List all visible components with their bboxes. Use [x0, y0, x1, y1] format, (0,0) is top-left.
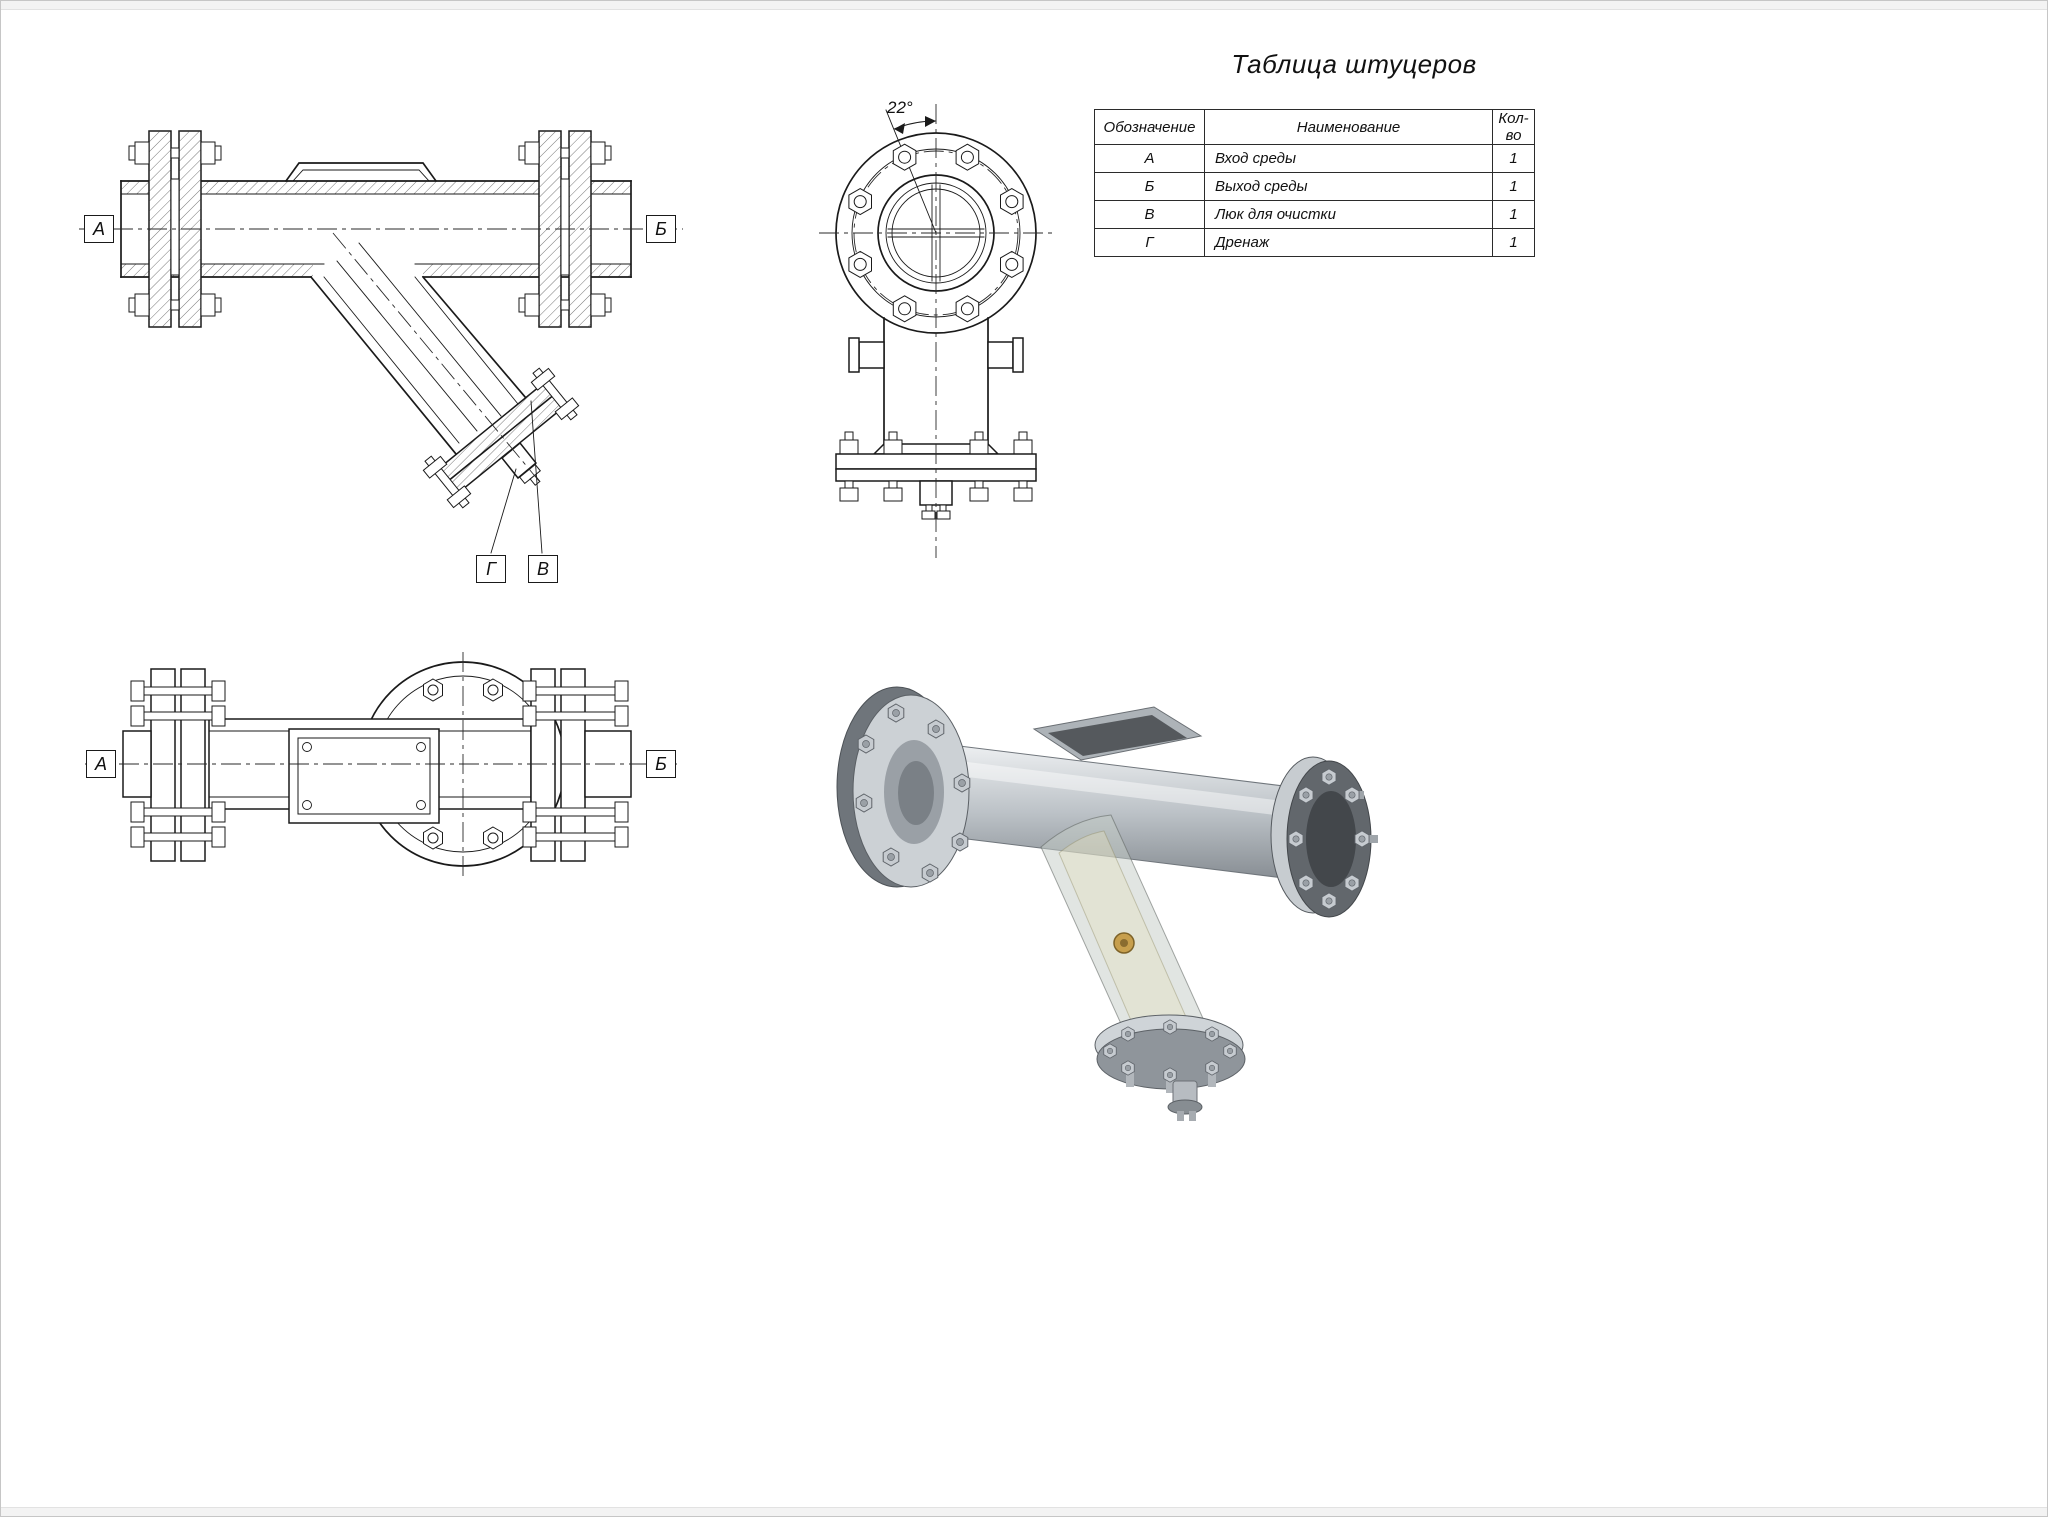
flange-bolt: [518, 293, 612, 317]
nozzle-label-outlet: Б: [646, 215, 676, 243]
front-view: 22°: [801, 96, 1101, 566]
top-handle: [284, 162, 438, 183]
top-view-drawing: [85, 652, 677, 880]
iso-drain-plug: [1113, 932, 1135, 954]
nozzle-label-hatch: В: [528, 555, 558, 583]
table-row: Г Дренаж 1: [1094, 228, 1535, 257]
hatch-flange-pair: [422, 367, 580, 509]
iso-right-flange: [1270, 756, 1378, 918]
cell-qty: 1: [1492, 172, 1535, 201]
flange-bolts: [522, 680, 629, 848]
angle-dimension: [885, 109, 937, 234]
stud-nuts-bottom: [839, 480, 1033, 502]
flange-bolt: [128, 141, 222, 165]
iso-bottom-drain-stub: [1167, 1080, 1203, 1121]
nozzle-table-block: Таблица штуцеров Обозначение Наименовани…: [1094, 49, 1535, 257]
cell-designation: А: [1094, 144, 1205, 173]
leader-drain: [490, 468, 517, 554]
table-header-row: Обозначение Наименование Кол-во: [1094, 109, 1535, 145]
cell-designation: Г: [1094, 228, 1205, 257]
nozzle-table: Обозначение Наименование Кол-во А Вход с…: [1094, 109, 1535, 257]
cell-designation: Б: [1094, 172, 1205, 201]
cell-qty: 1: [1492, 144, 1535, 173]
strainer-branch: [309, 242, 528, 456]
col-header-name: Наименование: [1204, 109, 1493, 145]
branch-centerline: [332, 232, 540, 482]
side-section-view: А Б Г В: [71, 91, 691, 596]
cell-name: Дренаж: [1204, 228, 1493, 257]
iso-top-hatch: [1032, 706, 1203, 761]
window-edge-bottom: [1, 1507, 2047, 1516]
cell-qty: 1: [1492, 228, 1535, 257]
inlet-flange-top: [122, 668, 226, 862]
cell-name: Люк для очистки: [1204, 200, 1493, 229]
col-header-qty: Кол-во: [1492, 109, 1535, 145]
flange-bolt: [422, 455, 472, 509]
branch-body-projection: [848, 317, 1024, 445]
nozzle-label-inlet: А: [86, 750, 116, 778]
table-row: Б Выход среды 1: [1094, 172, 1535, 201]
nozzle-label-outlet: Б: [646, 750, 676, 778]
nozzle-label-drain: Г: [476, 555, 506, 583]
cell-name: Вход среды: [1204, 144, 1493, 173]
outlet-flange-top: [522, 668, 632, 862]
angle-dim-label: 22°: [887, 98, 913, 117]
top-view: А Б: [71, 646, 691, 906]
flange-bolt: [518, 141, 612, 165]
flange-bolt: [128, 293, 222, 317]
cell-qty: 1: [1492, 200, 1535, 229]
iso-body-highlight: [943, 759, 1308, 819]
cell-name: Выход среды: [1204, 172, 1493, 201]
cell-designation: В: [1094, 200, 1205, 229]
side-section-drawing: [79, 130, 683, 554]
iso-left-flange: [836, 686, 971, 888]
iso-bottom-flange: [1094, 1014, 1246, 1121]
leader-hatch: [530, 400, 543, 554]
flange-bolts: [130, 680, 226, 848]
drain-fitting: [500, 441, 541, 486]
iso-3d-view: [821, 641, 1401, 1141]
flange-bolt: [530, 367, 580, 421]
nozzle-label-inlet: А: [84, 215, 114, 243]
col-header-designation: Обозначение: [1094, 109, 1205, 145]
cover-plate-top: [288, 728, 440, 824]
front-view-drawing: [819, 104, 1053, 558]
window-edge-top: [1, 1, 2047, 10]
table-title: Таблица штуцеров: [1231, 49, 1477, 79]
iso-3d-drawing: [836, 686, 1378, 1121]
table-row: В Люк для очистки 1: [1094, 200, 1535, 229]
table-row: А Вход среды 1: [1094, 144, 1535, 173]
